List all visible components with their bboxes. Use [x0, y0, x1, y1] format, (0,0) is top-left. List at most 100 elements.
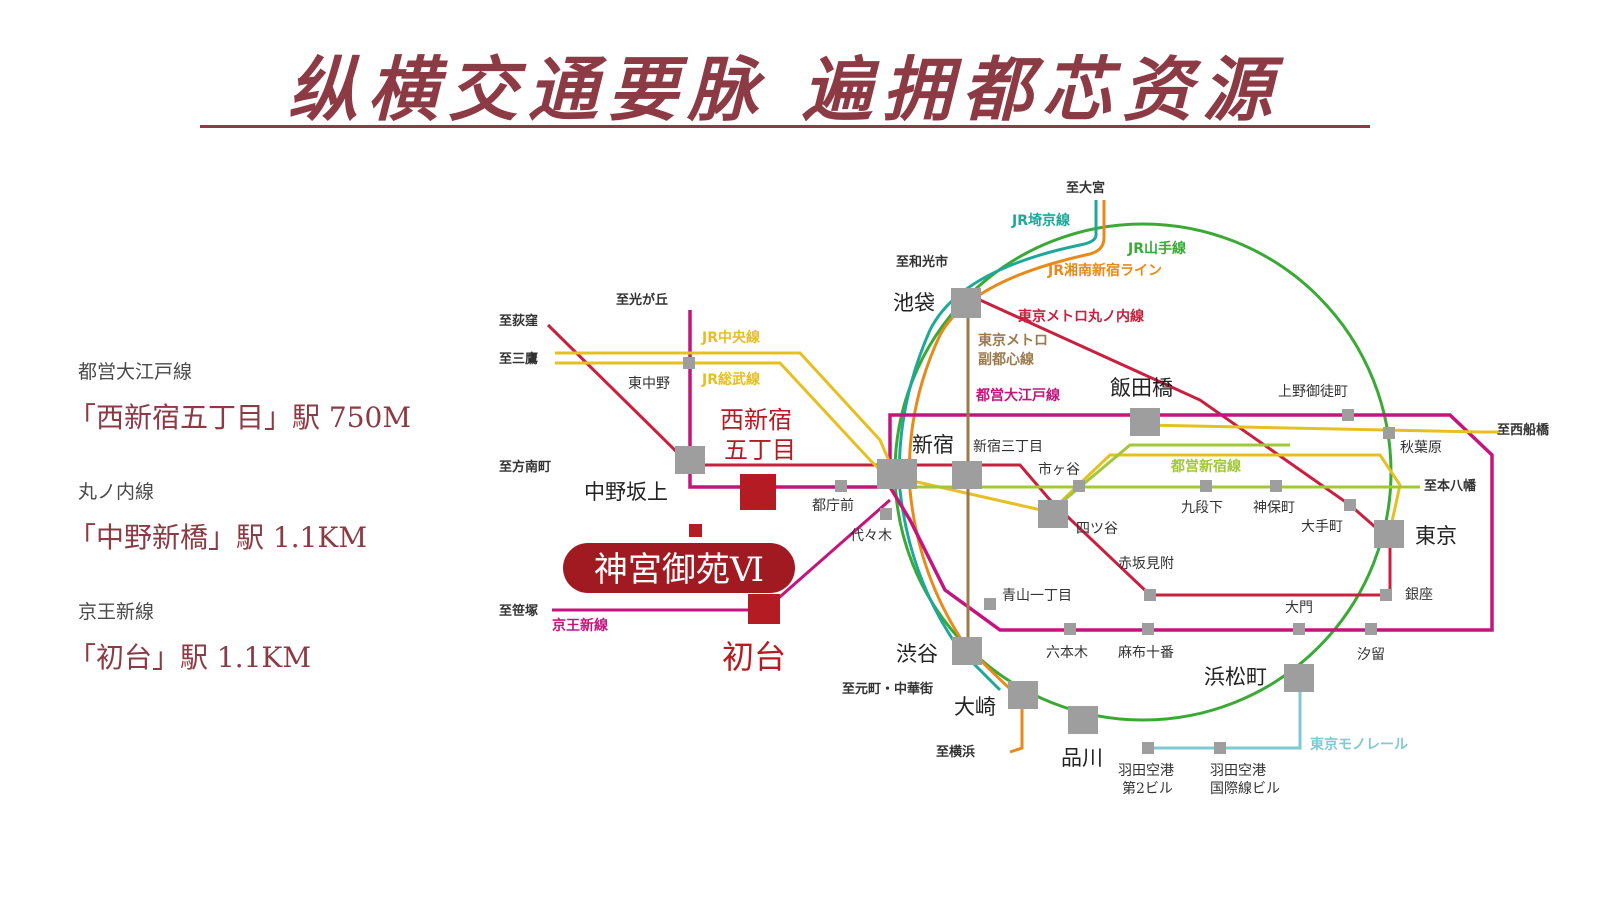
project-marker: [689, 524, 702, 537]
station-akihabara-marker: [1383, 427, 1395, 439]
name-hatsudai: 初台: [722, 638, 786, 676]
dir-motomachi: 至元町・中華街: [842, 681, 933, 697]
station-ichigaya-marker: [1073, 480, 1085, 492]
dir-wakoshi: 至和光市: [896, 254, 948, 270]
name-haneda2-2: 第2ビル: [1122, 780, 1173, 797]
label-oedo: 都営大江戸線: [975, 387, 1060, 404]
name-yotsuya: 四ツ谷: [1076, 521, 1118, 537]
saikyo-line: [897, 200, 1098, 692]
station-higashinakano-marker: [683, 357, 695, 369]
name-kudanshita: 九段下: [1181, 500, 1223, 516]
station-info-distance: 「西新宿五丁目」駅 750M: [68, 401, 412, 434]
shinjuku-branch-line: [1049, 443, 1290, 514]
name-ichigaya: 市ヶ谷: [1038, 461, 1080, 478]
dir-ogikubo: 至荻窪: [499, 313, 538, 329]
station-info-line: 京王新線: [78, 601, 155, 623]
name-shinjukusanchome: 新宿三丁目: [973, 438, 1043, 455]
station-nakanosakaue-marker: [675, 446, 705, 474]
dir-yokohama: 至横浜: [936, 744, 975, 760]
name-aoyamaitchome: 青山一丁目: [1002, 588, 1072, 604]
label-monorail: 東京モノレール: [1310, 736, 1408, 753]
station-daimon-marker: [1293, 623, 1305, 635]
dir-motoyawata: 至本八幡: [1424, 478, 1476, 494]
page-headline: 纵横交通要脉 遍拥都芯资源: [287, 49, 1283, 131]
name-tokyo: 東京: [1415, 524, 1457, 548]
dir-omiya: 至大宮: [1066, 180, 1105, 196]
station-uenookachimachi-marker: [1342, 409, 1354, 421]
station-yotsuya-marker: [1038, 500, 1068, 528]
name-nishishinjuku-2: 五丁目: [724, 436, 796, 464]
label-keio: 京王新線: [552, 617, 608, 634]
station-shibuya-marker: [952, 637, 982, 665]
name-nakanosakaue: 中野坂上: [584, 480, 668, 504]
label-sobu: JR総武線: [701, 371, 760, 388]
name-shinagawa: 品川: [1061, 746, 1103, 770]
dir-nishifunabashi: 至西船橋: [1497, 422, 1550, 438]
station-osaki-marker: [1008, 681, 1038, 709]
label-shonan: JR湘南新宿ライン: [1047, 262, 1162, 279]
name-daimon: 大門: [1285, 600, 1313, 616]
station-nishishinjuku-marker: [740, 474, 776, 510]
name-ikebukuro: 池袋: [893, 291, 935, 315]
project-badge: [563, 543, 795, 593]
station-info-marunouchi: 丸ノ内線 「中野新橋」駅 1.1KM: [68, 477, 367, 556]
name-iidabashi: 飯田橋: [1110, 376, 1173, 400]
marunouchi-line: [546, 298, 1392, 597]
label-shinjuku-line: 都営新宿線: [1170, 458, 1241, 475]
station-tochomae-marker: [835, 480, 847, 492]
dir-hikarigaoka: 至光が丘: [616, 292, 668, 308]
oedo-line: [688, 310, 1494, 632]
headline-underline: [200, 125, 1370, 128]
station-aoyamaitchome-marker: [984, 598, 996, 610]
chuo-east-line: [894, 453, 1402, 541]
name-azabujuban: 麻布十番: [1118, 645, 1174, 661]
station-azabujuban-marker: [1142, 623, 1154, 635]
station-shinjuku-marker: [877, 459, 917, 489]
dir-mitaka: 至三鷹: [499, 351, 538, 367]
name-jimbocho: 神保町: [1253, 500, 1295, 516]
label-fukutoshin-1: 東京メトロ: [978, 332, 1048, 349]
name-hamamatsucho: 浜松町: [1204, 665, 1267, 689]
dir-sasazuka: 至笹塚: [499, 603, 538, 619]
station-info-distance: 「初台」駅 1.1KM: [68, 641, 312, 674]
station-info-line: 都営大江戸線: [78, 361, 193, 383]
station-otemachi-marker: [1344, 499, 1356, 511]
name-hanedaintl-1: 羽田空港: [1210, 763, 1266, 779]
station-akasakamitsuke-marker: [1144, 589, 1156, 601]
station-hanedaintl-marker: [1214, 742, 1226, 754]
station-shiodome-marker: [1365, 623, 1377, 635]
dir-honancho: 至方南町: [499, 459, 551, 475]
station-info-oedo: 都営大江戸線 「西新宿五丁目」駅 750M: [68, 357, 411, 436]
name-yoyogi: 代々木: [850, 528, 892, 544]
name-roppongi: 六本木: [1046, 645, 1088, 661]
station-jimbocho-marker: [1270, 480, 1282, 492]
sobu-east-line: [1144, 423, 1500, 434]
name-akihabara: 秋葉原: [1400, 440, 1442, 456]
station-tokyo-marker: [1374, 520, 1404, 548]
station-iidabashi-marker: [1130, 408, 1160, 436]
name-ginza: 銀座: [1405, 587, 1433, 603]
station-shinagawa-marker: [1068, 706, 1098, 734]
station-hamamatsucho-marker: [1284, 664, 1314, 692]
station-hatsudai-marker: [748, 594, 780, 624]
station-info-keio: 京王新線 「初台」駅 1.1KM: [68, 597, 311, 676]
chuo-line: [555, 351, 897, 476]
station-kudanshita-marker: [1200, 480, 1212, 492]
label-saikyo: JR埼京線: [1011, 212, 1070, 229]
name-osaki: 大崎: [954, 695, 996, 719]
name-akasakamitsuke: 赤坂見附: [1118, 556, 1174, 572]
station-yoyogi-marker: [880, 508, 892, 520]
name-shinjuku: 新宿: [912, 433, 954, 457]
station-haneda2-marker: [1142, 742, 1154, 754]
name-haneda2-1: 羽田空港: [1118, 763, 1174, 779]
name-shiodome: 汐留: [1357, 647, 1385, 663]
name-higashinakano: 東中野: [628, 376, 670, 392]
name-uenookachimachi: 上野御徒町: [1278, 384, 1348, 400]
station-roppongi-marker: [1064, 623, 1076, 635]
station-ginza-marker: [1380, 589, 1392, 601]
station-ikebukuro-marker: [951, 288, 981, 318]
monorail-line: [1148, 690, 1302, 750]
name-nishishinjuku-1: 西新宿: [720, 406, 792, 434]
label-yamanote: JR山手線: [1127, 240, 1186, 257]
